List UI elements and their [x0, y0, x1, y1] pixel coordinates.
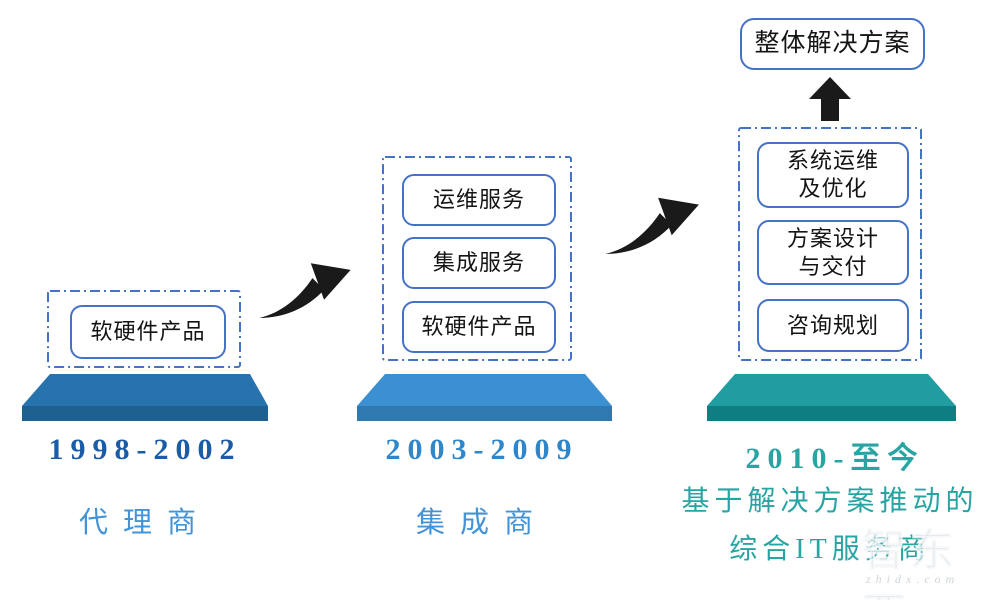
box-label-line1: 方案设计 [786, 225, 879, 251]
stage3-period: 2010-至今 [745, 442, 925, 475]
box-label-line1: 系统运维 [786, 148, 879, 173]
stage1-period: 1998-2002 [48, 433, 242, 466]
box-label-line2: 及优化 [798, 176, 868, 201]
stage3-role-line1: 基于解决方案推动的 [681, 486, 979, 517]
arrow-stage2-to-stage3 [605, 197, 699, 254]
arrow-stage1-to-stage2 [259, 263, 351, 319]
box-label: 运维服务 [432, 187, 525, 212]
stage3-box-consulting: 咨询规划 [757, 299, 909, 352]
box-label: 集成服务 [432, 250, 525, 275]
stage3-box-solution-design: 方案设计 与交付 [757, 220, 909, 285]
arrow-up-to-outcome [809, 77, 851, 121]
box-label: 软硬件产品 [421, 314, 537, 339]
stage2-platform-front [357, 406, 612, 421]
stage2-role: 集成商 [415, 507, 548, 539]
stage2-period: 2003-2009 [385, 433, 579, 466]
stage1-dash-container [47, 290, 241, 368]
stage2-box-ops-service: 运维服务 [402, 174, 556, 226]
box-label: 软硬件产品 [90, 319, 206, 344]
stage1-platform-top [22, 374, 268, 406]
stage2-dash-container [382, 156, 572, 361]
box-label: 整体解决方案 [754, 30, 911, 57]
stage3-dash-container [738, 127, 922, 361]
box-label: 咨询规划 [786, 312, 879, 338]
watermark-logo: 智东西 [862, 526, 958, 600]
watermark-caption: zhidx.com [866, 572, 960, 586]
stage3-role-line2: 综合IT服务商 [729, 534, 931, 565]
stage1-platform-front [22, 406, 268, 421]
stage1-box-products: 软硬件产品 [70, 305, 226, 359]
stage3-platform-front [707, 406, 956, 421]
stage3-platform-top [707, 374, 956, 406]
stage2-box-integration-service: 集成服务 [402, 237, 556, 289]
stage3-box-system-ops: 系统运维 及优化 [757, 142, 909, 208]
stage1-role: 代理商 [78, 507, 211, 539]
stage3-outcome-box: 整体解决方案 [740, 18, 925, 70]
stage2-platform-top [357, 374, 612, 406]
stage2-box-products: 软硬件产品 [402, 301, 556, 353]
box-label-line2: 与交付 [798, 253, 868, 279]
